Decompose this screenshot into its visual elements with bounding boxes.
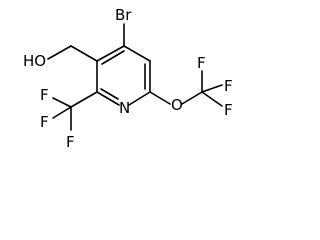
bond-c2-cf3	[70, 91, 98, 108]
bond-o-cf3	[181, 91, 203, 105]
bond-c3-c4-inner	[101, 50, 125, 65]
atom-f-bottom-right: F	[224, 101, 233, 119]
atom-f-left: F	[40, 113, 49, 131]
bonds	[47, 23, 223, 131]
bond-n-c2-inner	[100, 88, 119, 100]
bond-c6-n	[128, 91, 151, 106]
atom-f-bottom: F	[66, 133, 75, 151]
bond-n-c2	[96, 91, 120, 106]
atom-ho: HO	[23, 52, 46, 70]
atom-f-top-left: F	[40, 86, 49, 104]
bond-ocf3-f-right	[201, 84, 223, 93]
atom-o: O	[171, 96, 183, 114]
bond-c4-c5	[123, 45, 151, 62]
atom-n: N	[119, 99, 130, 117]
bond-c3-c4	[96, 45, 125, 62]
structure-diagram: Br HO N O F F F F F F	[23, 6, 233, 151]
bond-cf3-f-top	[52, 97, 72, 108]
bond-c6-o	[149, 91, 171, 105]
atom-br: Br	[115, 6, 132, 24]
atom-labels: Br HO N O F F F F F F	[23, 6, 233, 151]
atom-f-right: F	[224, 77, 233, 95]
bond-ocf3-f-bottom	[201, 91, 223, 107]
atom-f-top-right: F	[197, 54, 206, 72]
bond-cf3-f-left	[52, 106, 72, 119]
bond-c3-ch2	[70, 45, 98, 62]
bond-ch2-oh	[47, 45, 72, 60]
